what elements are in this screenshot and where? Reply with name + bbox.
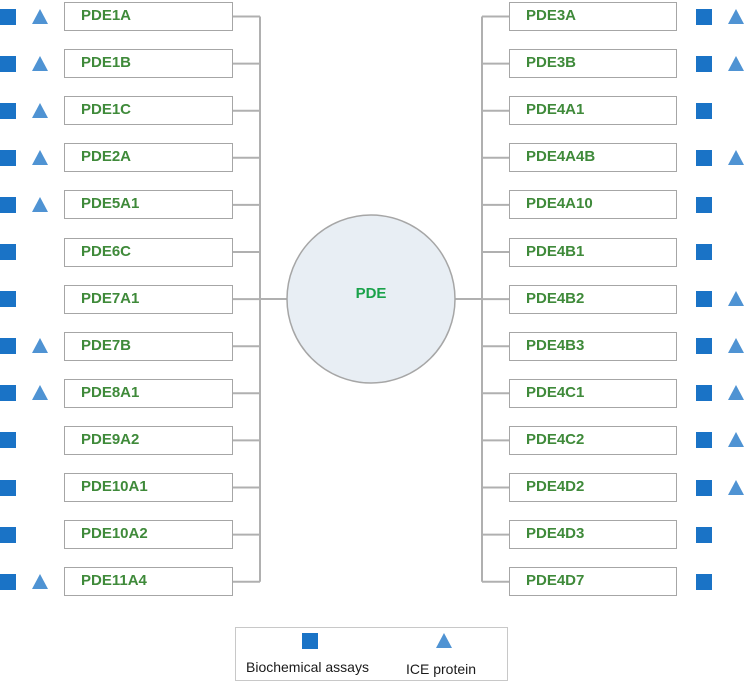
legend-ice-label: ICE protein <box>406 661 477 677</box>
left-item-box: PDE10A1 <box>64 473 233 502</box>
square-marker-icon <box>302 633 318 649</box>
triangle-marker-icon <box>728 385 744 401</box>
square-marker-icon <box>0 291 16 308</box>
left-item-box: PDE7A1 <box>64 284 233 314</box>
left-item-box: PDE8A1 <box>64 378 233 408</box>
right-item-box: PDE4A10 <box>509 190 677 220</box>
triangle-marker-icon <box>728 149 744 165</box>
square-marker-icon <box>0 573 16 590</box>
triangle-marker-icon <box>32 55 48 71</box>
left-item-box: PDE2A <box>64 143 233 173</box>
triangle-marker-icon <box>728 55 744 71</box>
right-item-box: PDE4B1 <box>509 237 677 267</box>
square-marker-icon <box>696 432 712 449</box>
center-circle <box>286 214 456 384</box>
triangle-marker-icon <box>32 149 48 165</box>
left-item-box: PDE1C <box>64 96 233 126</box>
triangle-marker-icon <box>32 8 48 24</box>
triangle-marker-icon <box>728 338 744 354</box>
square-marker-icon <box>0 479 16 496</box>
triangle-marker-icon <box>32 102 48 118</box>
square-marker-icon <box>0 526 16 543</box>
right-item-box: PDE3B <box>509 49 677 79</box>
square-marker-icon <box>0 196 16 213</box>
right-item-box: PDE4B3 <box>509 331 677 361</box>
left-item-box: PDE1B <box>64 49 233 79</box>
triangle-marker-icon <box>32 196 48 212</box>
triangle-marker-icon <box>728 432 744 448</box>
right-item-box: PDE4D3 <box>509 520 677 550</box>
right-item-box: PDE3A <box>509 2 677 31</box>
square-marker-icon <box>0 385 16 402</box>
square-marker-icon <box>696 291 712 308</box>
triangle-marker-icon <box>436 633 452 648</box>
left-item-box: PDE11A4 <box>64 567 233 597</box>
square-marker-icon <box>696 573 712 590</box>
right-item-box: PDE4C2 <box>509 425 677 455</box>
triangle-marker-icon <box>728 8 744 24</box>
triangle-marker-icon <box>32 338 48 354</box>
square-marker-icon <box>0 244 16 260</box>
square-marker-icon <box>696 149 712 166</box>
left-item-box: PDE7B <box>64 331 233 361</box>
square-marker-icon <box>696 526 712 543</box>
square-marker-icon <box>696 102 712 119</box>
square-marker-icon <box>0 149 16 166</box>
square-marker-icon <box>696 8 712 25</box>
square-marker-icon <box>0 432 16 449</box>
square-marker-icon <box>696 55 712 72</box>
square-marker-icon <box>696 244 712 260</box>
square-marker-icon <box>696 385 712 402</box>
square-marker-icon <box>0 338 16 355</box>
center-label: PDE <box>355 285 387 302</box>
left-item-box: PDE5A1 <box>64 190 233 220</box>
square-marker-icon <box>0 55 16 72</box>
right-item-box: PDE4D7 <box>509 567 677 597</box>
left-item-box: PDE6C <box>64 237 233 267</box>
square-marker-icon <box>696 338 712 355</box>
triangle-marker-icon <box>728 291 744 307</box>
triangle-marker-icon <box>32 385 48 401</box>
right-item-box: PDE4A4B <box>509 143 677 173</box>
left-item-box: PDE9A2 <box>64 425 233 455</box>
left-item-box: PDE10A2 <box>64 520 233 550</box>
legend: Biochemical assays ICE protein <box>235 627 508 681</box>
square-marker-icon <box>0 8 16 25</box>
triangle-marker-icon <box>32 573 48 589</box>
left-item-box: PDE1A <box>64 2 233 31</box>
square-marker-icon <box>696 196 712 213</box>
right-item-box: PDE4B2 <box>509 284 677 314</box>
square-marker-icon <box>0 102 16 119</box>
right-item-box: PDE4A1 <box>509 96 677 126</box>
square-marker-icon <box>696 479 712 496</box>
triangle-marker-icon <box>728 479 744 495</box>
right-item-box: PDE4D2 <box>509 473 677 502</box>
legend-biochemical-label: Biochemical assays <box>246 659 369 675</box>
right-item-box: PDE4C1 <box>509 378 677 408</box>
